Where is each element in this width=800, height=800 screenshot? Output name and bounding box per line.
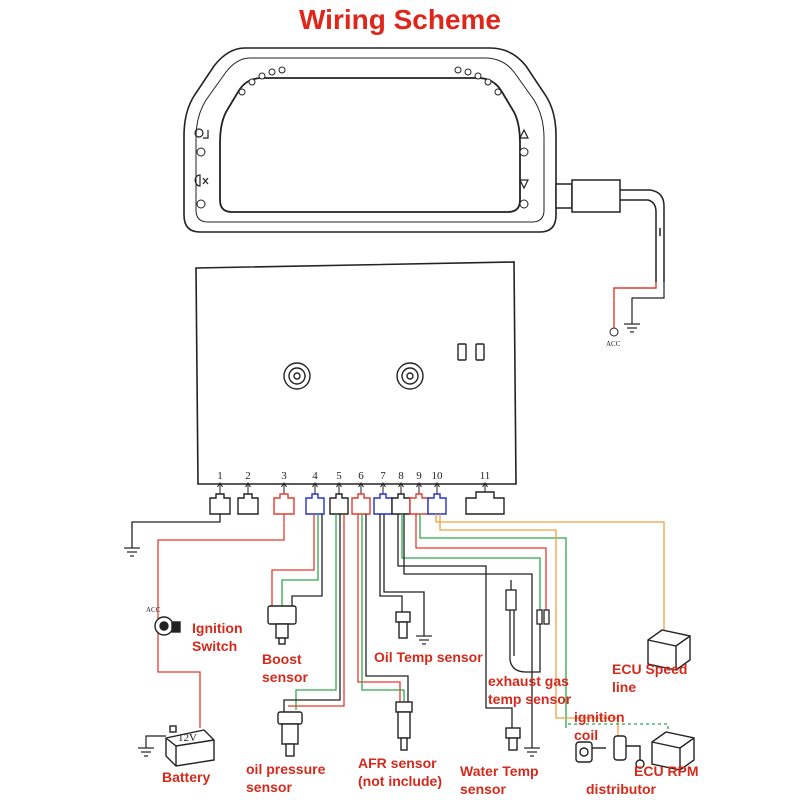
connector-11	[465, 491, 505, 515]
mount-screw-left	[283, 362, 311, 390]
dashboard-display	[183, 47, 557, 233]
ignition-coil-icon	[613, 735, 645, 769]
pin-number-1: 1	[217, 470, 223, 482]
mount-screw-right	[396, 362, 424, 390]
ecu-speed-box-icon	[647, 629, 691, 671]
label-distributor: distributor	[586, 781, 657, 797]
connector-1	[209, 493, 231, 515]
oil-temp-sensor-icon	[395, 611, 411, 639]
label-exhaust-gas: exhaust gas temp sensor	[488, 673, 573, 707]
label-water-temp: Water Temp sensor	[460, 763, 542, 797]
connector-3	[273, 493, 295, 515]
connector-10	[427, 493, 447, 515]
pin-arrow-3	[281, 482, 287, 494]
connector-6	[351, 493, 371, 515]
oil-pressure-sensor-icon	[277, 711, 303, 757]
label-afr-sensor: AFR sensor (not include)	[358, 755, 442, 789]
pin-arrow-5	[336, 482, 342, 494]
pin-number-8: 8	[398, 470, 404, 482]
pin-arrow-2	[245, 482, 251, 494]
ground-symbol-acc	[624, 323, 640, 333]
acc-wire	[613, 282, 657, 328]
pin-number-10: 10	[432, 470, 444, 482]
label-boost-sensor: Boost sensor	[262, 651, 308, 685]
switch-slots	[457, 343, 485, 361]
dashboard-leds	[238, 66, 502, 96]
connector-2	[237, 493, 259, 515]
pin-number-11: 11	[480, 470, 491, 482]
label-ecu-speed: ECU Speed line	[612, 661, 691, 695]
ignition-switch-icon	[154, 616, 181, 636]
label-oil-temp-sensor: Oil Temp sensor	[374, 649, 483, 665]
label-ignition-coil: ignition coil	[574, 709, 628, 743]
label-oil-pressure: oil pressure sensor	[246, 761, 329, 795]
pin-arrow-10	[434, 482, 440, 494]
back-housing	[195, 261, 517, 485]
dashboard-buttons	[196, 147, 529, 209]
pin-number-7: 7	[380, 470, 386, 482]
label-ignition-switch: Ignition Switch	[192, 620, 246, 654]
pin-number-4: 4	[312, 470, 318, 482]
pin-connectors	[209, 491, 505, 515]
pin-arrow-7	[380, 482, 386, 494]
pin-arrow-6	[358, 482, 364, 494]
battery-icon	[165, 725, 215, 767]
afr-sensor-icon	[395, 701, 413, 751]
light-off-icon	[194, 174, 209, 187]
distributor-icon	[575, 741, 606, 763]
arrow-down-icon	[519, 179, 529, 190]
pin-number-9: 9	[416, 470, 422, 482]
pin-arrow-9	[416, 482, 422, 494]
connector-4	[305, 493, 325, 515]
ecu-rpm-box-icon	[651, 731, 695, 771]
pin-number-3: 3	[281, 470, 287, 482]
pin-number-2: 2	[245, 470, 251, 482]
gear-enter-icon	[194, 128, 209, 139]
exhaust-probe-icon	[505, 580, 550, 673]
label-ecu-rpm: ECU RPM	[634, 763, 699, 779]
connector-7	[373, 493, 393, 515]
arrow-up-icon	[519, 128, 529, 139]
battery-voltage: 12V	[178, 732, 197, 744]
pin-number-6: 6	[358, 470, 364, 482]
ground-wire	[631, 282, 665, 324]
pin-arrow-4	[312, 482, 318, 494]
boost-sensor-icon	[267, 605, 297, 645]
ground-symbols	[124, 547, 540, 757]
power-plug	[555, 179, 665, 282]
wires	[131, 514, 669, 748]
diagram-title: Wiring Scheme	[298, 4, 501, 35]
label-battery: Battery	[162, 769, 210, 785]
water-temp-sensor-icon	[505, 727, 521, 751]
pin-number-5: 5	[336, 470, 342, 482]
connector-8	[391, 493, 411, 515]
connector-5	[329, 493, 349, 515]
connector-9	[409, 493, 429, 515]
pin-arrow-1	[217, 482, 223, 494]
acc-label: ACC	[606, 340, 621, 348]
acc-switch-label: ACC	[146, 606, 161, 614]
pin-arrow-8	[398, 482, 404, 494]
